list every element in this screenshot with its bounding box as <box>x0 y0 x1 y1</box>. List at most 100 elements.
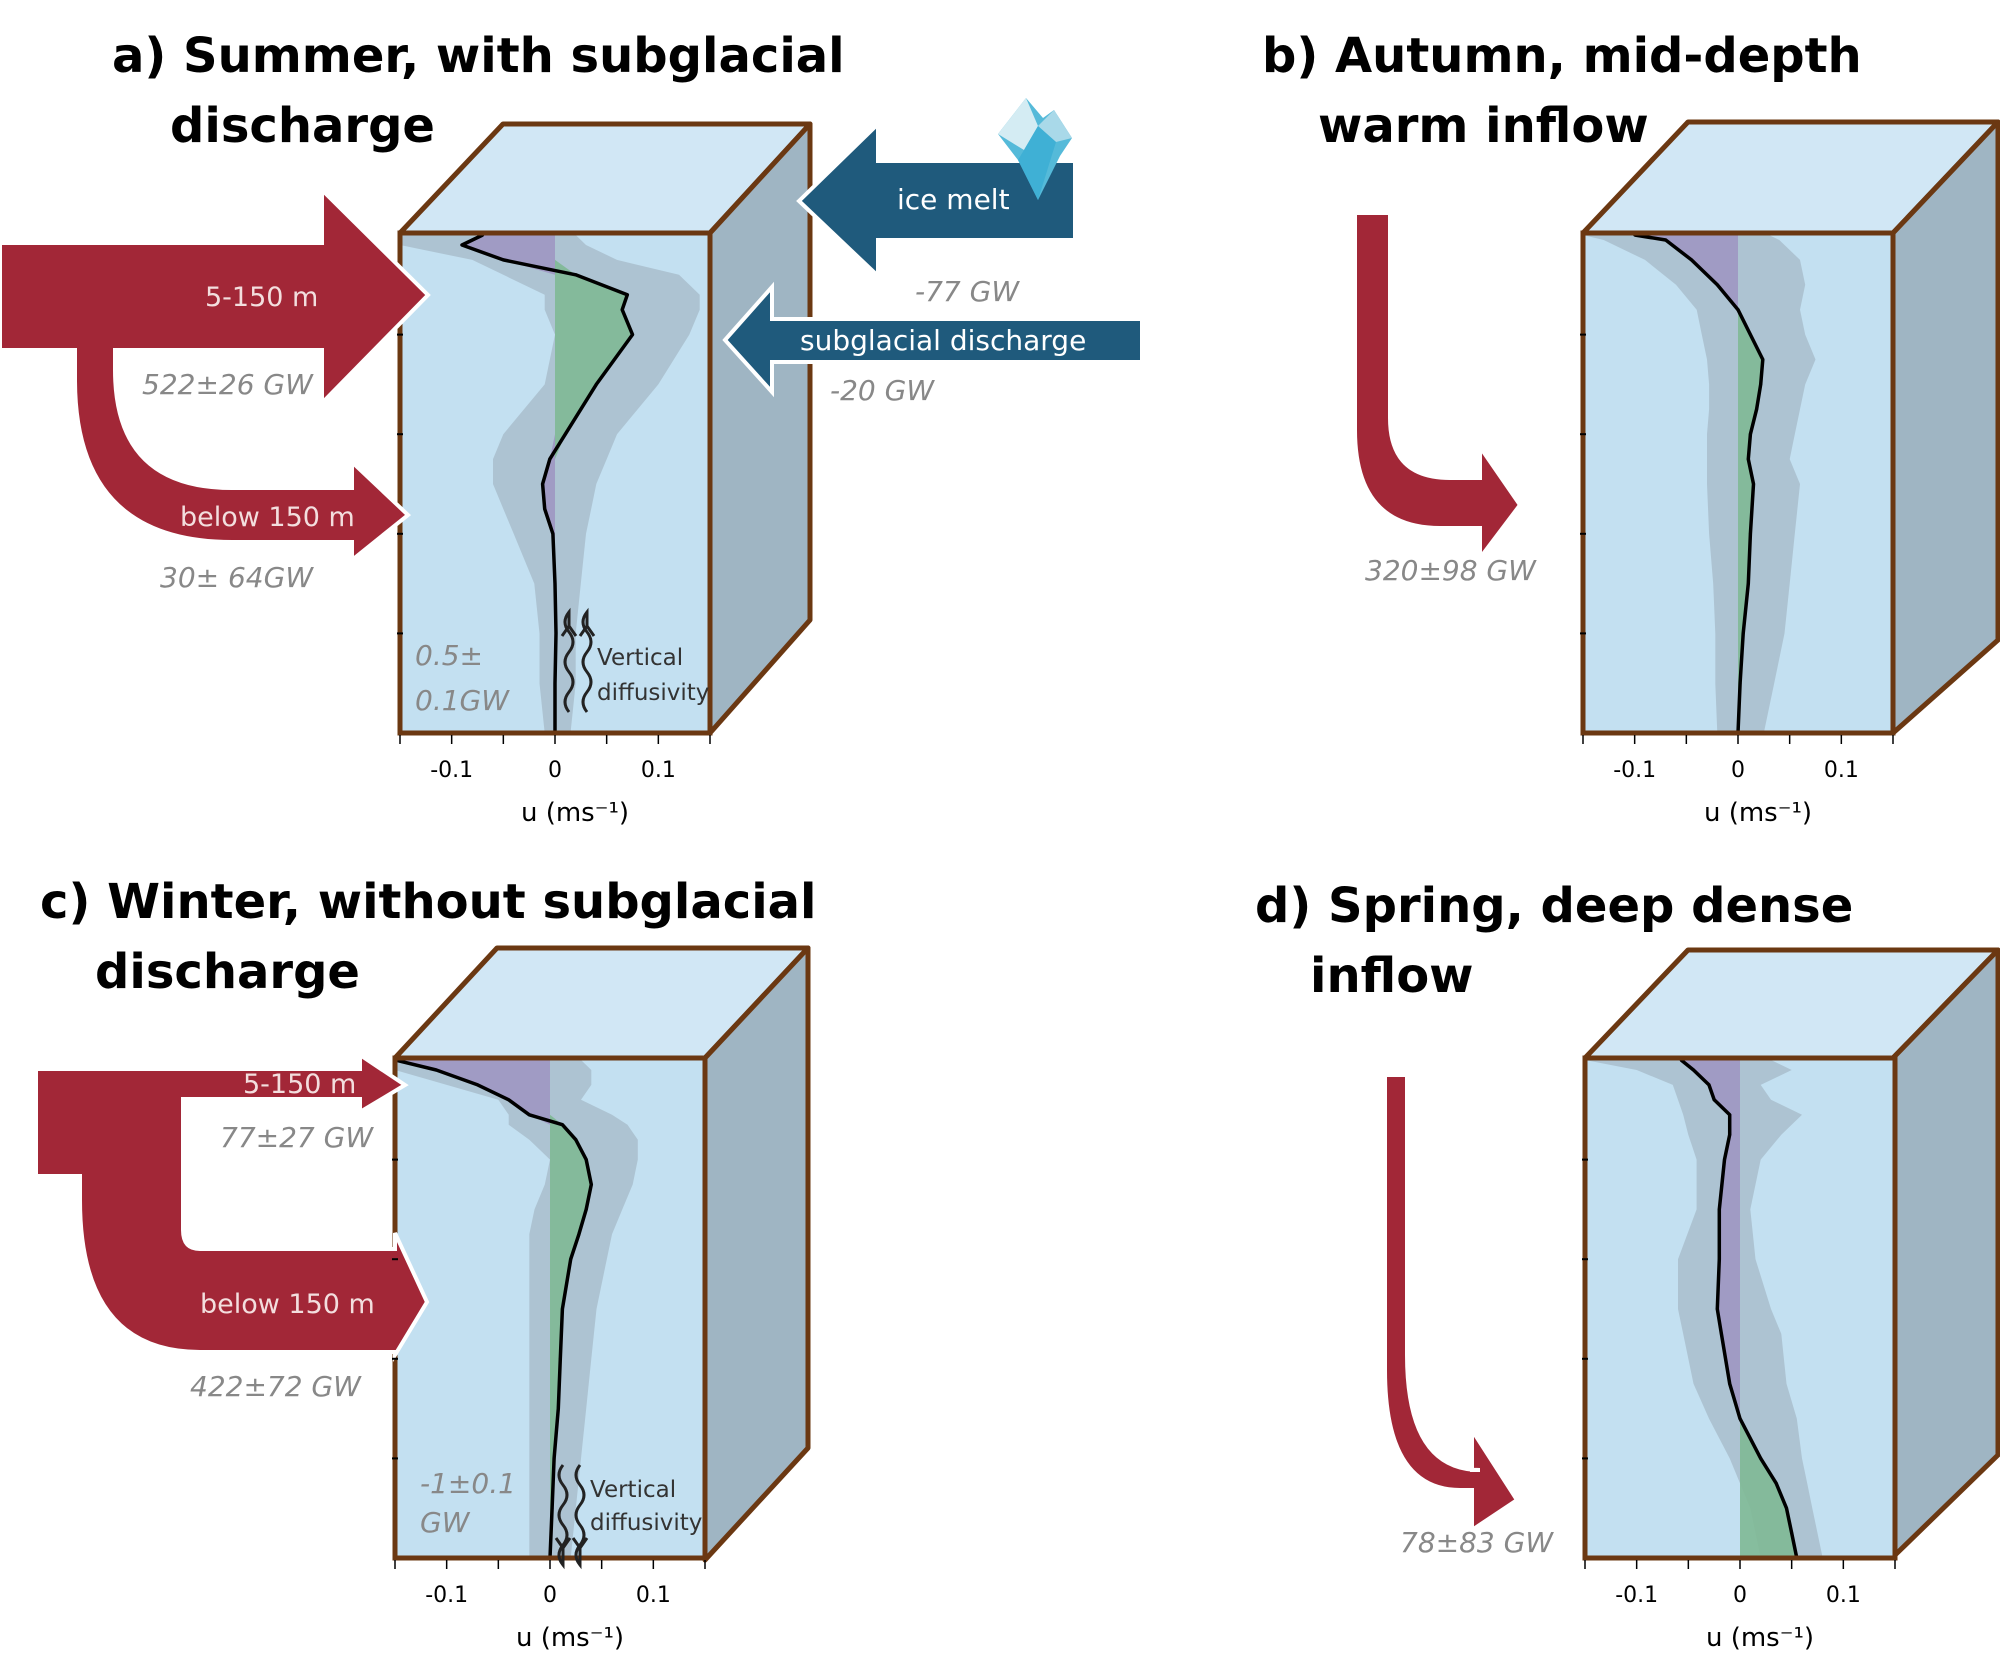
x-tick-label: 0.1 <box>1826 1583 1861 1608</box>
inflow-upper-label: 5-150 m <box>243 1069 356 1100</box>
profile-point <box>1738 1417 1742 1421</box>
profile-point <box>1774 1481 1778 1485</box>
panel-b: b) Autumn, mid-depth warm inflow 320±98 … <box>1262 28 2000 828</box>
box-side-face <box>1890 119 2000 736</box>
x-tick-label: 0.1 <box>1824 758 1859 783</box>
profile-point <box>460 243 464 247</box>
ice-melt-label: ice melt <box>897 183 1010 216</box>
profile-point <box>501 258 505 262</box>
panel-d-title-line1: d) Spring, deep dense <box>1255 878 1853 934</box>
profile-point <box>1785 1506 1788 1510</box>
profile-point <box>552 1456 556 1460</box>
inflow-flux: 320±98 GW <box>1365 554 1537 587</box>
iceberg-icon <box>998 98 1072 200</box>
diffusivity-label-line2: diffusivity <box>597 680 709 706</box>
profile-point <box>577 1232 581 1236</box>
profile-point <box>1728 1133 1732 1137</box>
profile-point <box>543 507 547 511</box>
profile-point <box>1707 1083 1711 1087</box>
profile-point <box>1664 238 1668 242</box>
profile-point <box>1755 407 1759 411</box>
profile-point <box>589 1183 593 1186</box>
diffusivity-label-line1: Vertical <box>590 1477 676 1503</box>
profile-point <box>553 582 557 586</box>
profile-point <box>574 1138 578 1142</box>
profile-point <box>1759 1456 1763 1460</box>
profile-point <box>434 1068 438 1072</box>
panel-b-title-line2: warm inflow <box>1318 98 1649 154</box>
x-axis-label: u (ms⁻¹) <box>521 798 629 828</box>
diffusivity-label-line2: diffusivity <box>590 1510 702 1536</box>
inflow-lower-label: below 150 m <box>180 502 355 533</box>
profile-point <box>1752 482 1755 486</box>
outflow-arrow-ice-melt <box>796 119 1077 281</box>
box-side-face <box>702 945 811 1563</box>
profile-point <box>1690 258 1693 262</box>
profile-point <box>1748 432 1752 436</box>
diffusivity-flux-line1: -1±0.1 <box>420 1467 516 1500</box>
profile-point <box>560 1307 564 1311</box>
x-tick-label: 0 <box>548 758 562 783</box>
profile-point <box>1746 582 1750 586</box>
profile-point <box>1748 333 1752 337</box>
diffusivity-label-line1: Vertical <box>597 645 683 671</box>
profile-point <box>1717 1207 1721 1211</box>
profile-point <box>1738 681 1742 685</box>
profile-point <box>507 1098 511 1102</box>
x-tick-label: 0 <box>543 1583 557 1608</box>
inflow-arrow <box>1383 1073 1520 1534</box>
profile-point <box>551 532 555 536</box>
profile-point <box>625 293 629 297</box>
panel-a: a) Summer, with subglacial discharge 5-1… <box>0 28 1144 828</box>
panel-b-profile <box>1583 233 1816 733</box>
diffusivity-flux-line1: 0.5± <box>415 639 483 672</box>
x-axis-label: u (ms⁻¹) <box>1704 798 1812 828</box>
diffusivity-flux-line2: 0.1GW <box>415 684 510 717</box>
profile-point <box>560 1123 564 1127</box>
profile-point <box>527 1113 531 1117</box>
inflow-flux: 78±83 GW <box>1400 1526 1554 1559</box>
profile-point <box>1736 308 1740 312</box>
panel-a-title-line1: a) Summer, with subglacial <box>112 28 845 84</box>
profile-point <box>476 1083 480 1087</box>
profile-point <box>1741 631 1745 635</box>
profile-point <box>584 1158 588 1162</box>
profile-point <box>1728 1113 1732 1117</box>
inflow-upper-flux: 77±27 GW <box>220 1121 374 1154</box>
profile-point <box>558 1357 562 1361</box>
panel-c-title-line2: discharge <box>95 944 360 1000</box>
profile-point <box>1728 1382 1732 1386</box>
diffusivity-arrows-up-icon <box>560 607 596 713</box>
profile-point <box>1715 1307 1719 1311</box>
ice-melt-flux: -77 GW <box>915 275 1020 308</box>
x-tick-label: -0.1 <box>1613 758 1656 783</box>
inflow-arrow <box>1353 211 1523 564</box>
panel-a-box <box>397 121 813 736</box>
profile-point <box>541 482 545 486</box>
profile-point <box>563 432 567 436</box>
x-tick-label: 0 <box>1731 758 1745 783</box>
panel-d-profile <box>1585 1058 1823 1558</box>
profile-point <box>1723 1158 1726 1162</box>
profile-point <box>1717 1257 1721 1261</box>
panel-c-title-line1: c) Winter, without subglacial <box>40 874 817 930</box>
profile-point <box>1748 532 1752 536</box>
profile-point <box>569 1257 573 1261</box>
panel-a-profile <box>400 233 700 733</box>
inflow-upper-label: 5-150 m <box>205 282 318 313</box>
profile-point <box>1719 1332 1723 1336</box>
x-tick-label: -0.1 <box>430 758 473 783</box>
subglacial-discharge-label: subglacial discharge <box>800 324 1086 357</box>
diffusivity-flux-line2: GW <box>420 1506 471 1539</box>
panel-b-title-line1: b) Autumn, mid-depth <box>1262 28 1862 84</box>
panel-b-box <box>1580 119 2000 736</box>
profile-point <box>1692 1068 1695 1072</box>
panel-d: d) Spring, deep dense inflow 78±83 GW -0… <box>1255 878 2000 1653</box>
panel-a-title-line2: discharge <box>170 98 435 154</box>
x-tick-label: -0.1 <box>425 1583 468 1608</box>
outflow-arrow-subglacial <box>722 281 1144 398</box>
